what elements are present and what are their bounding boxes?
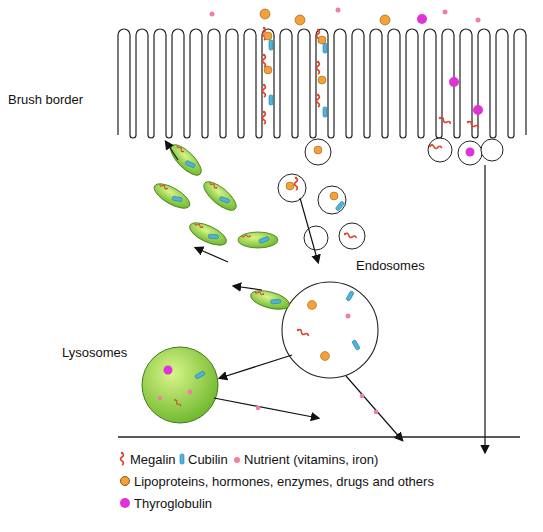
legend-text: Nutrient (vitamins, iron) bbox=[244, 452, 378, 467]
lysosome bbox=[142, 347, 218, 423]
arrows bbox=[166, 142, 485, 452]
recycling-tubules bbox=[151, 140, 292, 313]
legend-swatch bbox=[234, 457, 240, 463]
legend-swatch bbox=[120, 498, 130, 508]
cubilin-sample bbox=[180, 454, 184, 464]
basal-membrane bbox=[118, 436, 520, 437]
legend-text: Megalin bbox=[130, 452, 176, 467]
legend-text: Thyroglobulin bbox=[134, 496, 212, 511]
lysosome-content bbox=[158, 366, 206, 408]
endosome bbox=[282, 282, 378, 378]
legend-swatch bbox=[120, 476, 130, 486]
legend-text: Cubilin bbox=[188, 452, 228, 467]
region-label: Lysosomes bbox=[62, 345, 127, 360]
extracellular-particles bbox=[210, 8, 481, 26]
region-label: Brush border bbox=[8, 92, 83, 107]
vesicle-cargo bbox=[286, 144, 475, 239]
endosome-cargo bbox=[296, 291, 360, 361]
megalin-sample bbox=[121, 452, 124, 465]
released-nutrients bbox=[256, 394, 379, 415]
vesicles bbox=[278, 138, 503, 250]
receptor-cargo bbox=[263, 27, 484, 129]
region-label: Endosomes bbox=[356, 258, 425, 273]
microvilli-membrane bbox=[118, 29, 526, 138]
legend-text: Lipoproteins, hormones, enzymes, drugs a… bbox=[134, 474, 434, 489]
